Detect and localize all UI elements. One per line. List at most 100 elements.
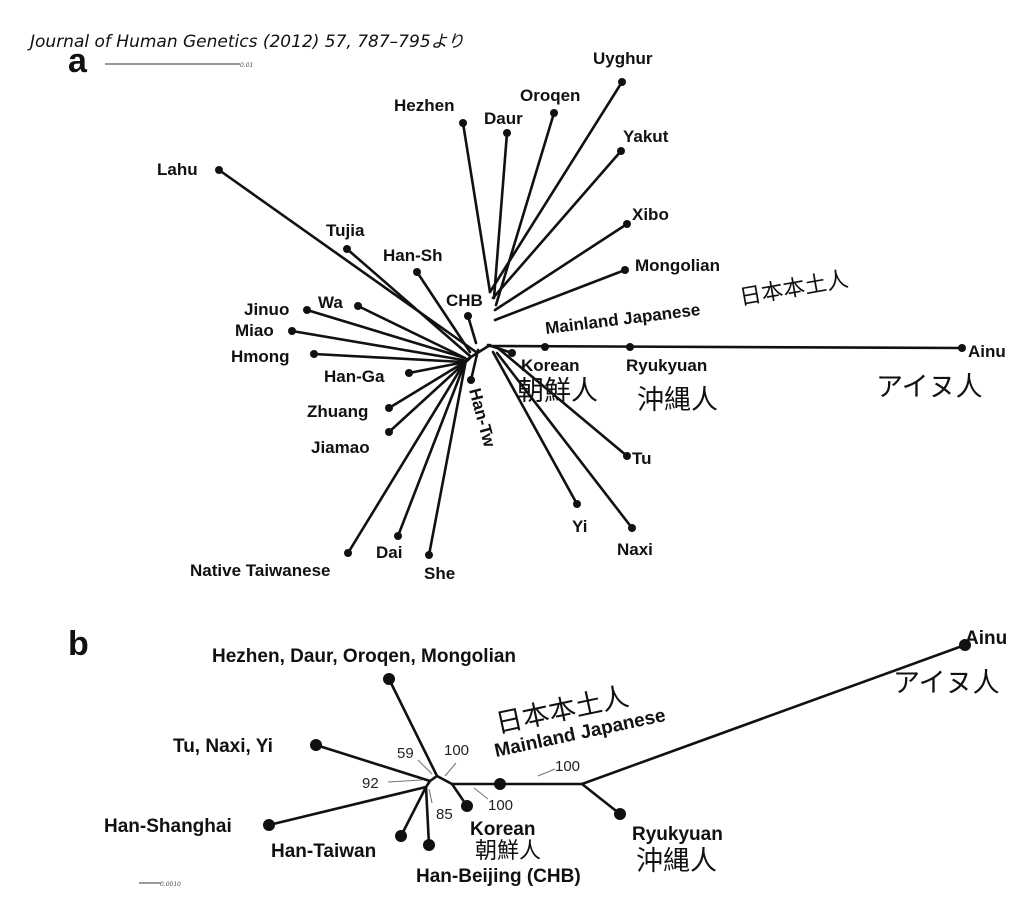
edge-xibo: [493, 222, 629, 312]
tip-lahu: [215, 166, 223, 174]
label-lahu: Lahu: [157, 160, 198, 179]
citation-text: Journal of Human Genetics (2012) 57, 787…: [27, 32, 464, 52]
bootstrap-100a: 100: [444, 742, 469, 759]
arrow-b100a: [444, 762, 457, 777]
edge-b-tny: [314, 743, 432, 783]
label-han-ga: Han-Ga: [324, 367, 385, 386]
label-hmong: Hmong: [231, 347, 290, 366]
edge-han-tw: [469, 348, 480, 382]
tip-korean: [508, 349, 516, 357]
panel-b-bootstrap-arrows: [387, 759, 556, 804]
label-oroqen: Oroqen: [520, 86, 580, 105]
bootstrap-85: 85: [436, 806, 453, 823]
label-tujia: Tujia: [326, 221, 365, 240]
tip-yi: [573, 500, 581, 508]
jp-ryukyuan-b: 沖縄人: [636, 846, 717, 877]
tip-b-tny: [310, 739, 322, 751]
edge-b-han-shanghai: [267, 785, 428, 827]
tip-tu: [623, 452, 631, 460]
bootstrap-59: 59: [397, 745, 414, 762]
label-wa: Wa: [318, 293, 343, 312]
label-she: She: [424, 564, 455, 583]
tip-miao: [288, 327, 296, 335]
label-han-tw: Han-Tw: [465, 386, 499, 450]
tip-uyghur: [618, 78, 626, 86]
panel-a-scale-label: 0.01: [240, 62, 253, 69]
edge-yakut: [491, 149, 623, 300]
label-xibo: Xibo: [632, 205, 669, 224]
edge-han-ga: [407, 360, 467, 375]
edge-hezhen: [461, 121, 492, 294]
edge-jiamao: [387, 356, 472, 434]
tip-han-tw: [467, 376, 475, 384]
tip-mongolian: [621, 266, 629, 274]
edge-hmong: [312, 352, 465, 364]
tip-naxi: [628, 524, 636, 532]
edge-wa: [356, 304, 467, 360]
label-b-ainu: Ainu: [965, 628, 1007, 649]
tip-oroqen: [550, 109, 558, 117]
label-miao: Miao: [235, 321, 274, 340]
tip-han-sh: [413, 268, 421, 276]
panel-a: a 0.01: [68, 42, 1006, 583]
label-b-ryukyuan: Ryukyuan: [632, 824, 723, 845]
bootstrap-100b: 100: [488, 797, 513, 814]
label-tu: Tu: [632, 449, 652, 468]
tip-tujia: [343, 245, 351, 253]
edge-b-han-beijing: [424, 785, 431, 847]
tip-han-ga: [405, 369, 413, 377]
edge-daur: [492, 131, 509, 300]
tip-b-han-taiwan: [395, 830, 407, 842]
edge-zhuang: [387, 358, 470, 410]
label-yakut: Yakut: [623, 127, 669, 146]
edge-native-taiwanese: [346, 358, 468, 555]
label-hezhen: Hezhen: [394, 96, 454, 115]
label-native-taiwanese: Native Taiwanese: [190, 561, 330, 580]
tip-dai: [394, 532, 402, 540]
edge-yi: [491, 350, 579, 506]
label-uyghur: Uyghur: [593, 49, 653, 68]
tip-hezhen: [459, 119, 467, 127]
arrow-b85: [428, 788, 433, 804]
jp-mainland-a: 日本本土人: [738, 267, 851, 311]
arrow-b100b: [473, 787, 489, 800]
tip-b-northern: [383, 673, 395, 685]
edge-miao: [290, 329, 465, 362]
tip-ainu: [958, 344, 966, 352]
edge-b-ryukyuan: [580, 782, 622, 816]
edge-han-sh: [415, 270, 472, 354]
edge-b-stem1: [428, 774, 439, 783]
tip-b-han-shanghai: [263, 819, 275, 831]
edge-b-northern: [387, 677, 439, 778]
label-zhuang: Zhuang: [307, 402, 368, 421]
tip-jiamao: [385, 428, 393, 436]
arrow-b92: [387, 779, 423, 783]
edge-she: [427, 358, 468, 557]
edge-chb: [466, 314, 478, 345]
edge-tu: [497, 347, 629, 458]
tip-wa: [354, 302, 362, 310]
label-b-tny: Tu, Naxi, Yi: [173, 736, 273, 757]
panel-b-label: b: [68, 625, 89, 663]
label-ainu: Ainu: [968, 342, 1006, 361]
panel-b-bootstrap-values: 59 100 92 85 100 100: [362, 742, 580, 823]
bootstrap-92: 92: [362, 775, 379, 792]
label-chb: CHB: [446, 291, 483, 310]
tip-hmong: [310, 350, 318, 358]
label-b-han-taiwan: Han-Taiwan: [271, 841, 376, 862]
label-mongolian: Mongolian: [635, 256, 720, 275]
label-daur: Daur: [484, 109, 523, 128]
tip-jinuo: [303, 306, 311, 314]
tip-xibo: [623, 220, 631, 228]
label-han-sh: Han-Sh: [383, 246, 443, 265]
label-b-northern: Hezhen, Daur, Oroqen, Mongolian: [212, 646, 516, 667]
edge-b-han-taiwan: [399, 785, 428, 838]
label-b-han-shanghai: Han-Shanghai: [104, 816, 232, 837]
tip-zhuang: [385, 404, 393, 412]
edge-b-ainu: [580, 643, 967, 786]
label-jinuo: Jinuo: [244, 300, 289, 319]
panel-a-edges: [217, 80, 964, 557]
label-mainland-japanese: Mainland Japanese: [544, 300, 701, 338]
label-korean: Korean: [521, 356, 580, 375]
